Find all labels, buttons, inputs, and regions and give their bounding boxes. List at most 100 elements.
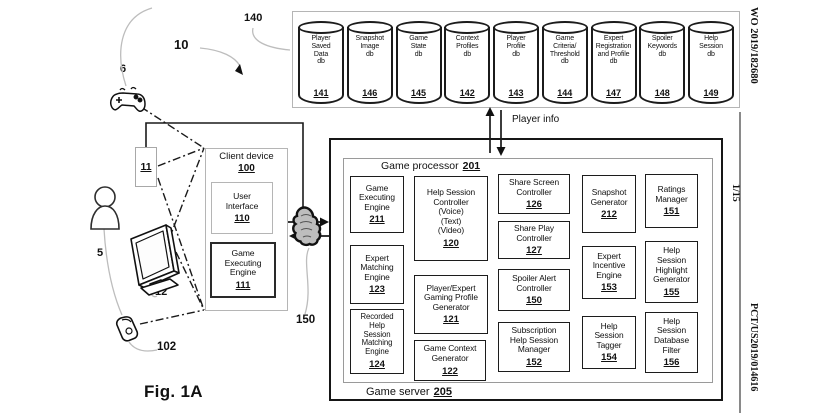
game-server-title-text: Game server [366, 386, 430, 398]
module-label: Share Play Controller [514, 222, 554, 243]
module-ref-number: 127 [526, 245, 542, 257]
module-label: Help Session Database Filter [653, 315, 690, 355]
player-to-hmd-leader-line [103, 228, 123, 316]
module-ref-number: 154 [601, 352, 617, 364]
module-player-expert-gaming-profile-generator: Player/Expert Gaming Profile Generator 1… [414, 275, 488, 334]
device-connection-lines [139, 106, 205, 325]
module-label: Help Session Highlight Generator [653, 245, 690, 285]
database-ref-number: 145 [410, 88, 427, 98]
module-help-session-tagger: Help Session Tagger 154 [582, 316, 636, 369]
module-label: Snapshot Generator [590, 186, 628, 207]
database-ref-number: 146 [362, 88, 378, 98]
cylinder-top [298, 21, 344, 34]
client-device-ref-number: 100 [238, 162, 255, 174]
tablet-device: 11 [135, 147, 157, 187]
network-ref-label: 150 [296, 314, 316, 326]
module-help-session-controller: Help Session Controller (Voice) (Text) (… [414, 176, 488, 261]
module-label: Expert Matching Engine [360, 252, 394, 282]
gamepad-dpad [116, 97, 122, 103]
monitor-ref-label: 12 [155, 286, 168, 298]
database-label: Game Criteria/ Threshold db [549, 35, 580, 66]
patent-publication-number: WO 2019/182680 [748, 7, 759, 84]
hmd-to-client-line [139, 309, 205, 325]
client-game-executing-engine-box: Game Executing Engine 111 [210, 242, 276, 298]
person-body [90, 205, 120, 230]
database-ref-number: 142 [459, 88, 475, 98]
gamepad-button-1 [133, 94, 139, 100]
game-processor-ref-number: 201 [462, 160, 481, 172]
module-ref-number: 212 [601, 209, 617, 221]
gamepad-button-2 [137, 97, 143, 103]
cylinder-top [590, 21, 637, 34]
module-label: Help Session Controller (Voice) (Text) (… [426, 187, 476, 236]
module-ref-number: 123 [369, 284, 385, 296]
module-label: Player/Expert Gaming Profile Generator [424, 282, 478, 312]
module-help-session-highlight-generator: Help Session Highlight Generator 155 [645, 241, 698, 303]
game-processor-title-text: Game processor [381, 160, 459, 172]
module-game-executing-engine: Game Executing Engine 211 [350, 176, 404, 233]
module-ref-number: 151 [663, 206, 680, 218]
module-expert-matching-engine: Expert Matching Engine 123 [350, 245, 404, 304]
cylinder-top [346, 21, 393, 34]
module-ref-number: 124 [369, 359, 385, 371]
module-spoiler-alert-controller: Spoiler Alert Controller 150 [498, 269, 570, 311]
controller-ref-label: 6 [120, 63, 127, 75]
module-label: Spoiler Alert Controller [512, 272, 556, 293]
cylinder-top [444, 21, 491, 34]
figure-caption: Fig. 1A [144, 382, 203, 401]
module-label: User Interface [225, 190, 259, 211]
monitor-screen [135, 230, 170, 280]
module-expert-incentive-engine: Expert Incentive Engine 153 [582, 246, 636, 299]
module-help-session-database-filter: Help Session Database Filter 156 [645, 312, 698, 373]
module-label: Game Executing Engine [224, 247, 262, 278]
hmd-body [115, 316, 139, 342]
module-snapshot-generator: Snapshot Generator 212 [582, 175, 636, 233]
module-recorded-help-session-matching-engine: Recorded Help Session Matching Engine 12… [350, 309, 404, 374]
controller-to-client-line [140, 106, 205, 149]
module-label: Subscription Help Session Manager [509, 325, 559, 355]
hmd-icon [115, 316, 139, 342]
databases-leader-line [252, 27, 291, 51]
database-snapshot-image: Snapshot Image db 146 [346, 21, 393, 104]
system-ref-arrow-curve [199, 47, 241, 67]
cloud-texture [299, 214, 313, 238]
cylinder-top [688, 21, 734, 34]
module-share-play-controller: Share Play Controller 127 [498, 221, 570, 259]
module-ref-number: 121 [443, 314, 459, 326]
hmd-ref-label: 102 [157, 341, 177, 353]
game-processor-title: Game processor 201 [381, 160, 480, 172]
sheet-page-indicator: 1/15 [730, 184, 741, 202]
module-ref-number: 152 [526, 356, 542, 368]
cloud-body [292, 206, 322, 247]
database-label: Snapshot Image db [355, 35, 385, 58]
hmd-leader-line [128, 341, 158, 352]
cylinder-top [395, 21, 442, 34]
gamepad-icon [110, 86, 146, 112]
module-ref-number: 156 [663, 357, 680, 369]
person-icon [90, 186, 120, 230]
system-ref-arrowhead [235, 64, 243, 75]
module-label: Game Context Generator [423, 343, 477, 363]
database-ref-number: 149 [703, 88, 719, 98]
module-ref-number: 126 [526, 199, 542, 211]
game-server-title: Game server 205 [366, 386, 452, 398]
module-ratings-manager: Ratings Manager 151 [645, 174, 698, 228]
module-label: Ratings Manager [655, 183, 688, 204]
module-subscription-help-session-manager: Subscription Help Session Manager 152 [498, 322, 570, 372]
person-head [94, 186, 116, 208]
patent-application-number: PCT/US2019/014616 [748, 303, 759, 392]
cylinder-top [541, 21, 588, 34]
module-label: Share Screen Controller [508, 176, 559, 197]
module-ref-number: 120 [443, 237, 459, 249]
module-ref-number: 110 [234, 213, 250, 225]
module-ref-number: 150 [526, 295, 542, 307]
